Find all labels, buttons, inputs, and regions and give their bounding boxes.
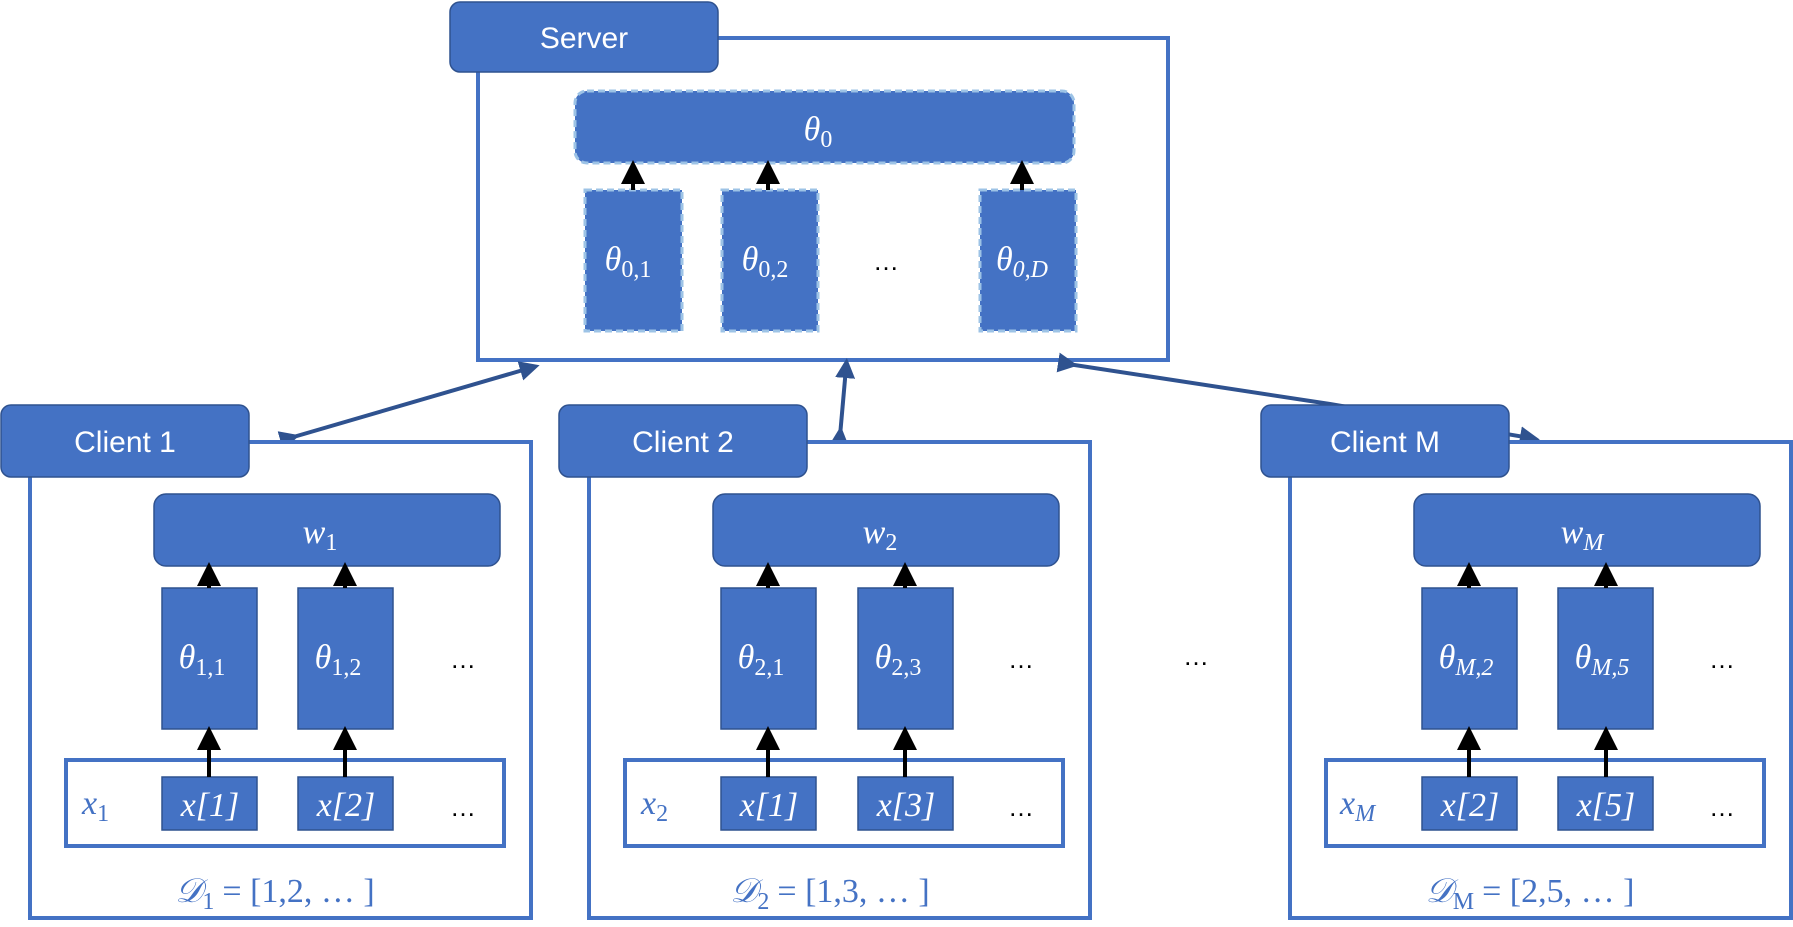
client-feature-label-1-1: x[1] — [180, 787, 240, 824]
link-client-1 — [277, 361, 540, 451]
client-panel-2: Client 2 w2 θ2,1 θ2,3 … x2 x[1] x[3] … 𝒟… — [558, 404, 1092, 920]
server-aggregate-label: θ0 — [804, 111, 833, 153]
client-feature-label-m-1: x[2] — [1440, 787, 1500, 824]
client-dataset-2: 𝒟2= [1,3, … ] — [730, 873, 929, 915]
client-input-label-1: x1 — [81, 785, 109, 827]
server-param-box-3 — [978, 188, 1078, 333]
client-feature-ellipsis-1: … — [450, 792, 476, 822]
client-param-ellipsis-m: … — [1709, 644, 1735, 674]
client-feature-box-2-2 — [857, 776, 954, 831]
server-title: Server — [540, 22, 628, 55]
client-weight-box-1 — [153, 493, 501, 567]
client-input-label-2: x2 — [640, 785, 668, 827]
server-ellipsis: … — [873, 246, 899, 276]
client-param-ellipsis-2: … — [1008, 644, 1034, 674]
client-feature-label-2-2: x[3] — [876, 787, 936, 824]
client-param-box-1-2 — [297, 587, 394, 730]
client-param-label-1-1: θ1,1 — [179, 639, 226, 681]
client-feature-label-1-2: x[2] — [316, 787, 376, 824]
client-tab-1 — [0, 404, 250, 478]
client-feature-box-1-1 — [161, 776, 258, 831]
server-panel: Server θ0 θ0,1 θ0,2 … θ0,D — [449, 1, 1170, 362]
client-param-label-2-2: θ2,3 — [875, 639, 922, 681]
client-feature-box-2-1 — [720, 776, 817, 831]
client-param-ellipsis-1: … — [450, 644, 476, 674]
client-tab-2 — [558, 404, 808, 478]
client-param-label-m-1: θM,2 — [1439, 639, 1494, 681]
client-panel-m: Client M wM θM,2 θM,5 … xM x[2] x[5] … 𝒟… — [1260, 404, 1793, 920]
client-param-label-2-1: θ2,1 — [738, 639, 785, 681]
client-weight-label-1: w1 — [303, 514, 338, 556]
client-feature-ellipsis-2: … — [1008, 792, 1034, 822]
client-param-label-1-2: θ1,2 — [315, 639, 362, 681]
client-tab-m — [1260, 404, 1510, 478]
client-input-row-m — [1324, 758, 1766, 848]
client-feature-label-m-2: x[5] — [1576, 787, 1636, 824]
client-input-label-m: xM — [1339, 785, 1377, 827]
client-weight-label-m: wM — [1561, 514, 1606, 556]
client-title-m: Client M — [1330, 426, 1440, 459]
client-param-box-2-1 — [720, 587, 817, 730]
server-param-box-1 — [583, 188, 684, 333]
client-dataset-m: 𝒟M= [2,5, … ] — [1426, 873, 1635, 915]
client-param-label-m-2: θM,5 — [1575, 639, 1630, 681]
client-weight-box-2 — [712, 493, 1060, 567]
client-feature-ellipsis-m: … — [1709, 792, 1735, 822]
client-weight-label-2: w2 — [863, 514, 898, 556]
client-panel-1: Client 1 w1 θ1,1 θ1,2 … x1 x[1] x[2] … 𝒟… — [0, 404, 533, 920]
client-feature-box-1-2 — [297, 776, 394, 831]
client-input-row-2 — [623, 758, 1065, 848]
client-title-2: Client 2 — [632, 426, 734, 459]
client-feature-label-2-1: x[1] — [739, 787, 799, 824]
client-feature-box-m-1 — [1421, 776, 1518, 831]
server-aggregate-box — [573, 89, 1076, 165]
link-client-2 — [829, 358, 856, 447]
client-title-1: Client 1 — [74, 426, 176, 459]
client-input-row-1 — [64, 758, 506, 848]
server-tab — [449, 1, 719, 73]
client-weight-box-m — [1413, 493, 1761, 567]
server-param-label-3: θ0,D — [996, 241, 1048, 283]
client-param-box-2-2 — [857, 587, 954, 730]
client-dataset-1: 𝒟1= [1,2, … ] — [175, 873, 374, 915]
server-param-label-1: θ0,1 — [605, 241, 652, 283]
server-param-label-2: θ0,2 — [742, 241, 789, 283]
client-param-box-m-1 — [1421, 587, 1518, 730]
between-clients-ellipsis: … — [1183, 641, 1209, 671]
server-param-box-2 — [720, 188, 820, 333]
client-param-box-1-1 — [161, 587, 258, 730]
